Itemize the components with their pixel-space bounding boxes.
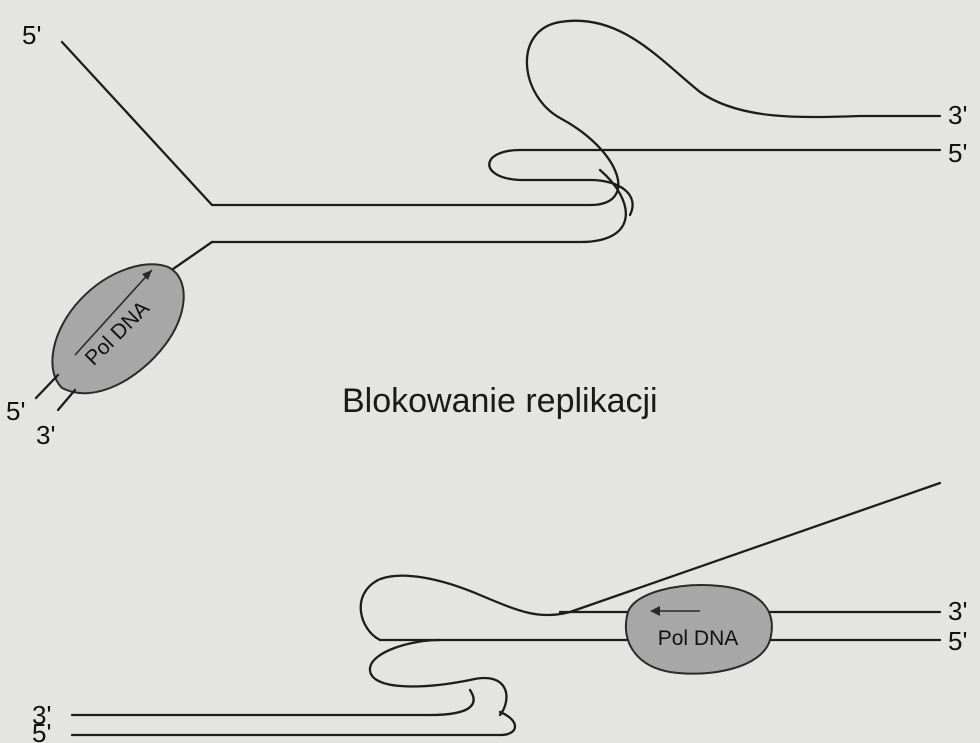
bottom-left-strand-3: [72, 690, 474, 715]
top-left-5-prime-label: 5': [22, 20, 41, 50]
bottom-left-5-prime-label: 5': [32, 718, 51, 743]
diagram-title: Blokowanie replikacji: [342, 382, 658, 420]
top-bottom-strand-3: [58, 390, 75, 410]
bottom-polymerase: Pol DNA: [626, 585, 772, 674]
top-left-bottom-3-prime-label: 3': [36, 420, 55, 450]
bottom-polymerase-label: Pol DNA: [658, 627, 739, 650]
bottom-strand-hairpin: [370, 640, 507, 715]
top-right-5-prime-label: 5': [948, 138, 967, 168]
top-bottom-strand-5: [36, 375, 58, 398]
top-right-3-prime-label: 3': [948, 100, 967, 130]
bottom-replication-fork: Pol DNA 3' 5' 3' 5': [32, 483, 967, 743]
bottom-right-5-prime-label: 5': [948, 626, 967, 656]
bottom-right-3-prime-label: 3': [948, 596, 967, 626]
top-polymerase: Pol DNA: [52, 264, 183, 393]
top-left-bottom-5-prime-label: 5': [6, 396, 25, 426]
top-parental-strand-upper-arm: [62, 42, 212, 205]
top-strand-loop-upper: [212, 21, 940, 205]
